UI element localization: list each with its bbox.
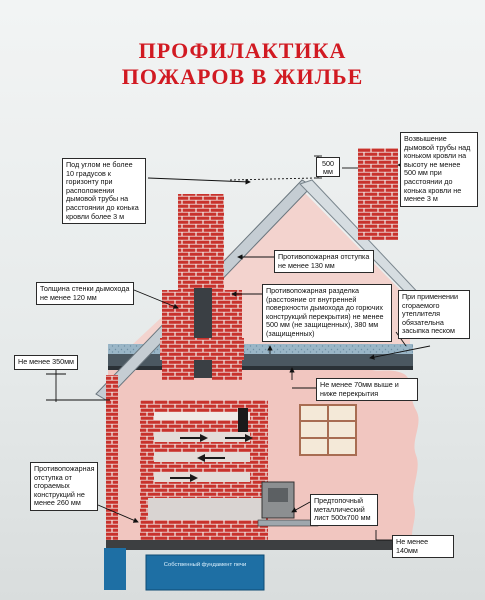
ridge-height-label: 500 мм [316, 157, 340, 177]
ridge-chimney [358, 148, 398, 240]
note-slope-rule: Под углом не более 10 градусов к горизон… [62, 158, 146, 225]
poster-title-line1: ПРОФИЛАКТИКА [138, 38, 347, 63]
note-eave: Не менее 350мм [14, 355, 78, 370]
note-insulation: При применении сгораемого утеплителя обя… [398, 290, 470, 339]
note-chimney-raise: Возвышение дымовой трубы над коньком кро… [400, 132, 478, 207]
note-side-offset: Противопожарная отступка не менее 130 мм [274, 250, 374, 274]
note-wall-offset: Противопожарная отступка от сгораемых ко… [30, 462, 98, 511]
attic-floor [108, 344, 413, 354]
note-floor-gap: Не менее 140мм [392, 535, 454, 559]
flue-arrows [170, 434, 253, 482]
note-overlap: Не менее 70мм выше и ниже перекрытия [316, 378, 418, 402]
note-cutting: Противопожарная разделка (расстояние от … [262, 284, 392, 342]
house-window [299, 404, 357, 456]
foundation-label: Собственный фундамент печи [163, 562, 247, 568]
left-wall-strip [106, 375, 118, 547]
stove-foundation [145, 554, 265, 591]
pre-furnace-sheet [257, 519, 319, 527]
main-chimney [178, 194, 224, 294]
note-wall-thickness: Толщина стенки дымохода не менее 120 мм [36, 282, 134, 306]
ridge-height-unit: мм [323, 167, 333, 176]
ridge-height-value: 500 [322, 159, 334, 168]
note-floor-sheet: Предтопочный металлический лист 500х700 … [310, 494, 378, 526]
poster-title-line2: ПОЖАРОВ В ЖИЛЬЕ [121, 64, 364, 89]
